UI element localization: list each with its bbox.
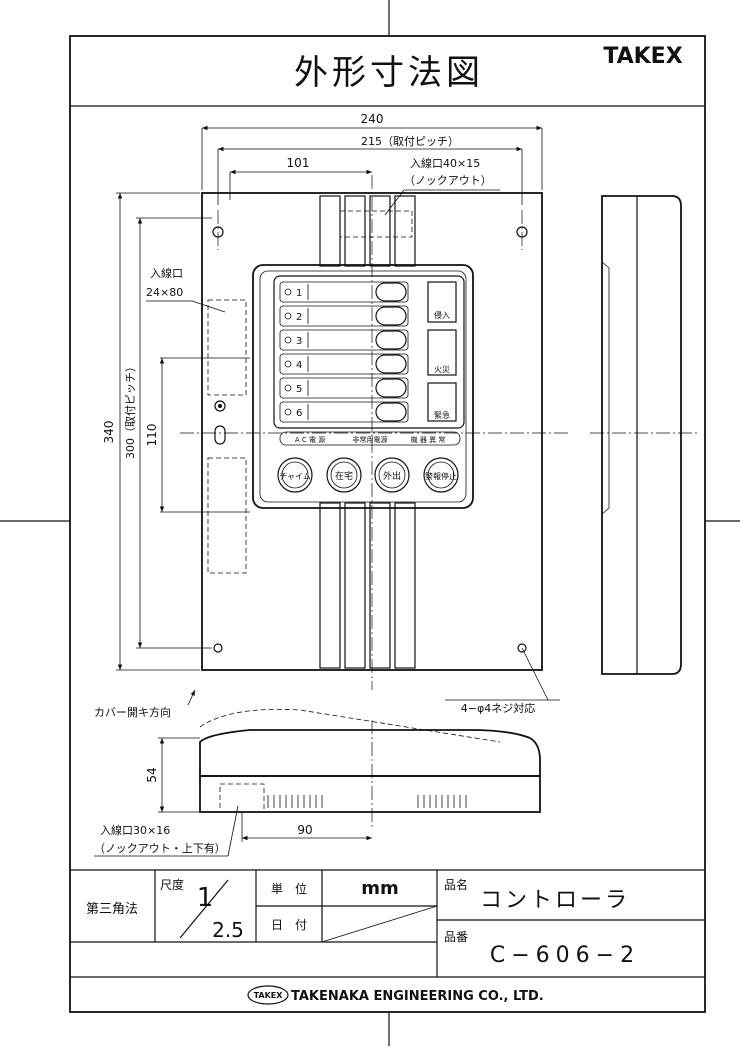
zone-row-frame — [279, 401, 409, 423]
side-knockout-lower — [207, 457, 247, 574]
drawing-frame — [69, 35, 706, 1013]
dim-90: 90 — [297, 823, 312, 837]
number-label: 品番 — [444, 930, 468, 944]
name-value: コントローラ — [480, 888, 630, 913]
dim-101: 101 — [287, 156, 310, 170]
zone-led — [284, 360, 292, 368]
zone-button[interactable] — [375, 282, 407, 302]
title-block: 第三角法 尺度 1 2.5 単 位 mm 日 付 品名 コントローラ 品番 C−… — [70, 869, 705, 978]
panel-button-inner — [330, 461, 358, 489]
panel-button[interactable] — [374, 457, 410, 493]
zone-row-frame — [279, 281, 409, 303]
zone-label: 2 — [296, 312, 302, 323]
footer: TAKEX TAKENAKA ENGINEERING CO., LTD. — [247, 985, 544, 1005]
panel-button[interactable] — [277, 457, 313, 493]
zone-button[interactable] — [375, 330, 407, 350]
company-name: TAKENAKA ENGINEERING CO., LTD. — [291, 989, 544, 1004]
screw-note: 4−φ4ネジ対応 — [461, 701, 535, 715]
zone-led — [284, 384, 292, 392]
zone-button[interactable] — [375, 306, 407, 326]
panel-button-label: 外出 — [383, 470, 401, 482]
status-label: 非常用電源 — [353, 435, 388, 444]
dim-110: 110 — [145, 424, 159, 447]
panel-button[interactable] — [423, 457, 459, 493]
name-label: 品名 — [444, 877, 468, 892]
bottom-entry-note-2: （ノックアウト・上下有） — [94, 841, 226, 855]
unit-value: mm — [361, 878, 399, 899]
drawing-title: 外形寸法図 — [294, 53, 484, 93]
zone-led — [284, 336, 292, 344]
zone-label: 6 — [296, 408, 302, 419]
bottom-knockout — [219, 783, 265, 813]
status-label: A C 電 源 — [295, 435, 325, 444]
dim-215: 215（取付ピッチ） — [361, 135, 459, 148]
bottom-entry-note-1: 入線口30×16 — [100, 823, 170, 837]
panel-button-inner — [281, 461, 309, 489]
icon-label: 火災 — [434, 365, 450, 374]
date-label: 日 付 — [271, 918, 307, 932]
status-label: 機 器 異 常 — [411, 435, 446, 444]
panel-button-label: チャイム — [279, 472, 311, 481]
panel-buttons: チャイム 在宅 外出 警報停止 — [277, 457, 459, 493]
panel-button-inner — [427, 461, 455, 489]
scale-denominator: 2.5 — [212, 918, 244, 942]
side-knockout-upper — [207, 299, 247, 396]
side-view — [590, 195, 700, 675]
scale-label: 尺度 — [160, 877, 184, 892]
panel-button-label: 警報停止 — [425, 471, 457, 481]
zone-label: 3 — [296, 336, 302, 347]
zone-led — [284, 288, 292, 296]
icon-label: 侵入 — [434, 310, 450, 320]
zone-label: 5 — [296, 384, 302, 395]
zone-led — [284, 408, 292, 416]
number-value: C−606−2 — [490, 943, 640, 968]
bottom-view: 54 90 カバー開キ方向 入線口30×16 （ノックアウト・上下有） — [94, 689, 541, 857]
panel-button-label: 在宅 — [335, 470, 353, 482]
zone-button[interactable] — [375, 378, 407, 398]
dim-340: 340 — [102, 421, 116, 444]
zone-row-frame — [279, 353, 409, 375]
top-knockout — [339, 210, 413, 238]
zone-rows: 1 2 3 4 5 6 — [279, 281, 409, 423]
cover-open-note: カバー開キ方向 — [94, 705, 171, 719]
zone-led — [284, 312, 292, 320]
brand-logo: TAKEX — [603, 44, 682, 69]
front-dimensions: 240 215（取付ピッチ） 101 入線口40×15 （ノックアウト） 入線口… — [102, 112, 543, 671]
top-entry-note-1: 入線口40×15 — [410, 156, 480, 170]
unit-label: 単 位 — [271, 881, 307, 896]
zone-row-frame — [279, 305, 409, 327]
vent-slots — [267, 795, 467, 808]
zone-label: 4 — [296, 360, 302, 371]
panel-button[interactable] — [326, 457, 362, 493]
dim-54: 54 — [145, 767, 159, 782]
housing-ribs — [319, 195, 416, 669]
panel-button-inner — [378, 461, 406, 489]
dim-300: 300（取付ピッチ） — [124, 361, 137, 459]
projection-label: 第三角法 — [86, 902, 138, 917]
zone-button[interactable] — [375, 402, 407, 422]
zone-row-frame — [279, 377, 409, 399]
top-entry-note-2: （ノックアウト） — [404, 174, 492, 187]
icon-label: 緊急 — [434, 410, 450, 420]
side-entry-note-2: 24×80 — [146, 286, 183, 299]
zone-button[interactable] — [375, 354, 407, 374]
zone-row-frame — [279, 329, 409, 351]
scale-numerator: 1 — [197, 883, 214, 913]
side-entry-note-1: 入線口 — [150, 266, 183, 280]
footer-logo: TAKEX — [254, 991, 284, 1000]
zone-label: 1 — [296, 288, 302, 299]
dim-240: 240 — [361, 112, 384, 126]
